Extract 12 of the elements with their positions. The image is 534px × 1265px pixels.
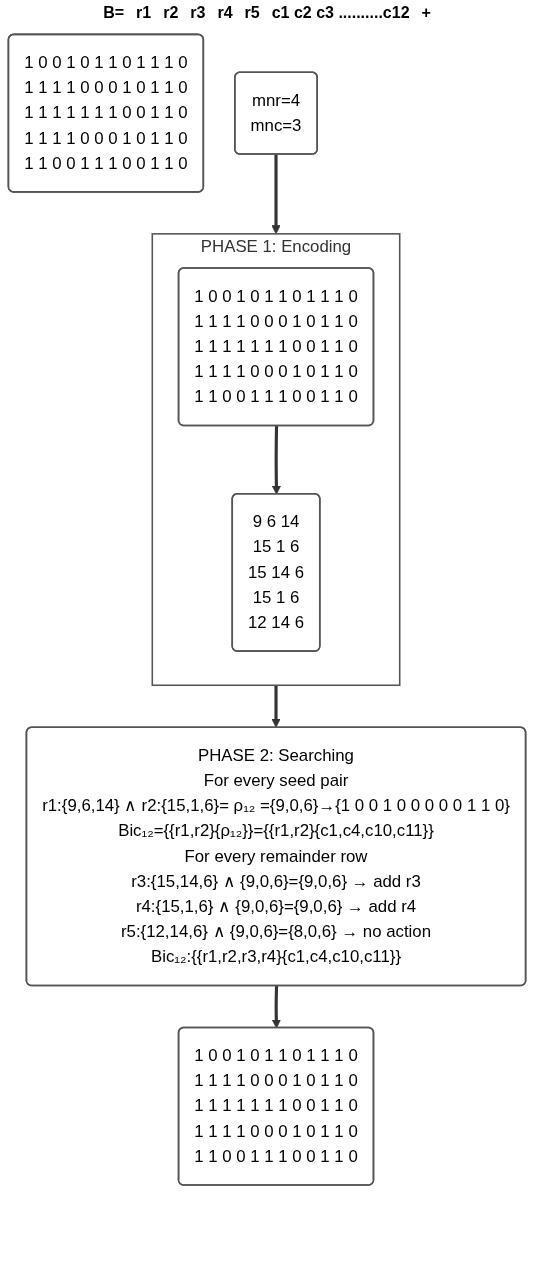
label-text: r4 [217,4,233,22]
arrow [271,425,282,495]
arrow [271,985,281,1029]
label-text: r3 [190,4,206,22]
label-text: r5 [244,4,260,22]
label-text: r2 [163,4,179,22]
arrow [271,685,281,728]
label-text: + [421,4,431,22]
arrow [271,154,281,235]
label-text: B= [103,4,125,22]
label-text: r1 [136,4,152,22]
label-text: c1 c2 c3 ..........c12 [271,4,410,22]
